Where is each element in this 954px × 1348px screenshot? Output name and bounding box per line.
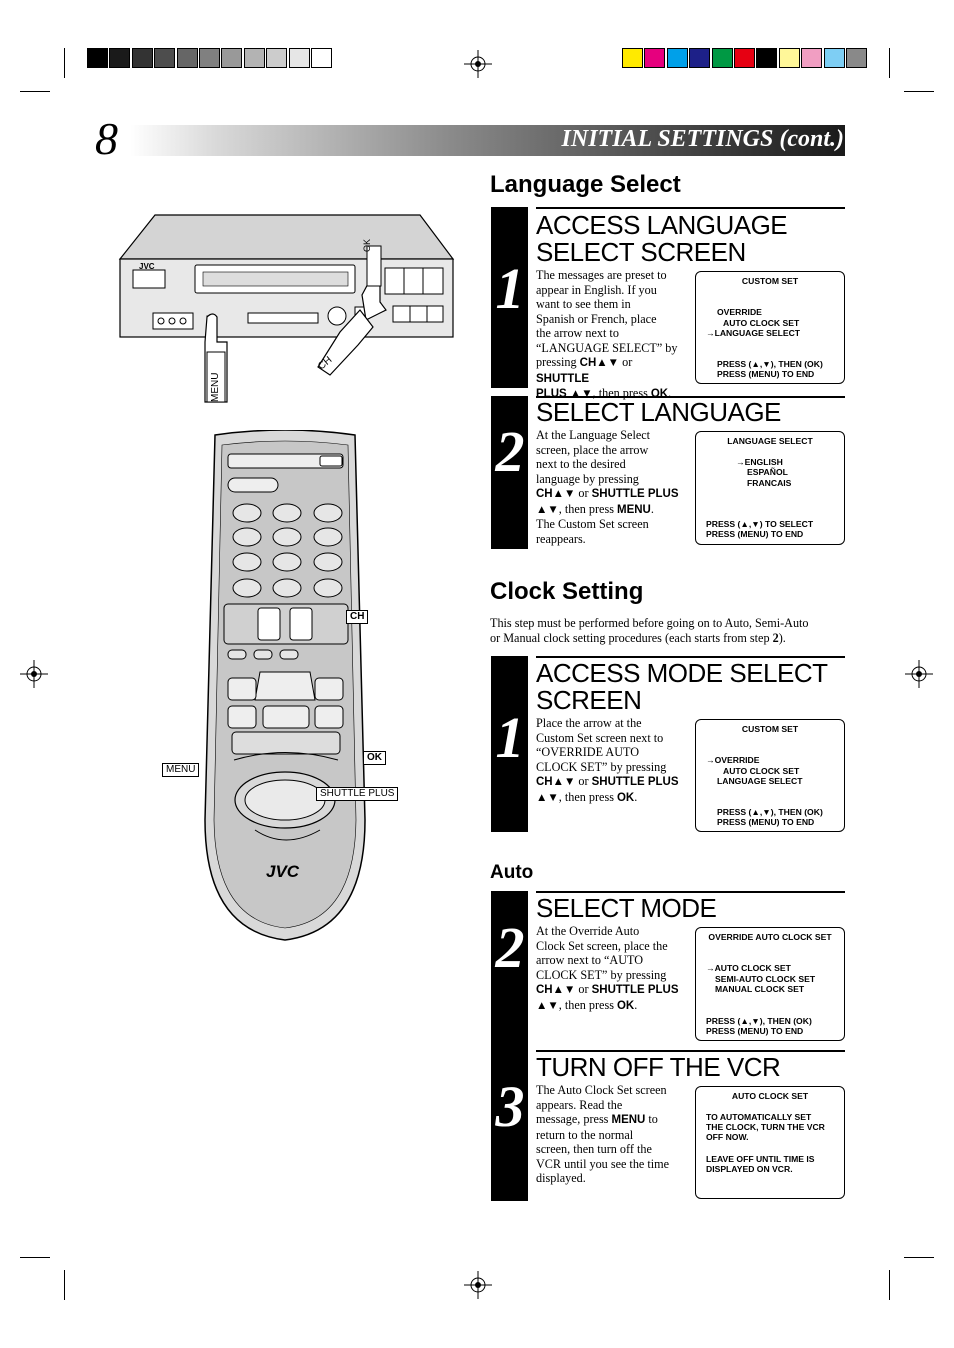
crop-mark [889, 1270, 890, 1300]
step-body: Place the arrow at the Custom Set screen… [536, 716, 679, 804]
remote-ok-label: OK [363, 751, 386, 765]
osd-screen-auto-clock-set: AUTO CLOCK SET TO AUTOMATICALLY SET THE … [695, 1086, 845, 1199]
osd-screen-override-auto-clock-set: OVERRIDE AUTO CLOCK SET →AUTO CLOCK SET … [695, 927, 845, 1041]
crop-mark [889, 48, 890, 78]
remote-shuttle-label: SHUTTLE PLUS [316, 787, 399, 801]
page-title: INITIAL SETTINGS (cont.) [561, 126, 844, 152]
auto-subtitle: Auto [490, 862, 534, 883]
step-rule [536, 207, 845, 209]
osd-screen-custom-set: CUSTOM SET →OVERRIDE AUTO CLOCK SET LANG… [695, 719, 845, 832]
calibration-swatch [131, 48, 153, 68]
calibration-swatch [221, 48, 243, 68]
calibration-swatch [823, 48, 845, 68]
crop-mark [64, 1270, 65, 1300]
crop-mark [64, 48, 65, 78]
step-bar [491, 396, 528, 549]
page-number: 8 [95, 113, 118, 164]
registration-mark-icon [905, 660, 933, 688]
remote-menu-label: MENU [162, 763, 200, 777]
clock-setting-intro: This step must be performed before going… [490, 616, 809, 645]
calibration-swatch [176, 48, 198, 68]
remote-ch-label: CH [346, 610, 369, 624]
calibration-swatch [87, 48, 108, 68]
calibration-swatch [846, 48, 867, 68]
remote-brand-label: JVC [266, 862, 300, 881]
osd-screen-language-select: LANGUAGE SELECT →ENGLISH ESPAÑOL FRANCAI… [695, 431, 845, 545]
vcr-menu-label: MENU [210, 372, 221, 402]
calibration-swatch [154, 48, 176, 68]
vcr-brand-label: JVC [139, 262, 155, 271]
calibration-swatch [243, 48, 265, 68]
step-bar [491, 656, 528, 832]
step-body: At the Override Auto Clock Set screen, p… [536, 924, 679, 1012]
step-heading: TURN OFF THE VCR [536, 1052, 781, 1082]
step-rule [536, 1050, 845, 1052]
clock-setting-title: Clock Setting [490, 578, 644, 605]
remote-illustration [204, 430, 366, 941]
osd-screen-custom-set: CUSTOM SET OVERRIDE AUTO CLOCK SET →LANG… [695, 271, 845, 384]
calibration-swatch [778, 48, 800, 68]
step-heading: SELECT LANGUAGE [536, 397, 781, 427]
step-bar [491, 207, 528, 388]
step-number: 1 [495, 705, 525, 770]
step-body: The Auto Clock Set screen appears. Read … [536, 1083, 670, 1185]
crop-mark [904, 1257, 934, 1258]
step-body: At the Language Select screen, place the… [536, 428, 679, 546]
step-number: 2 [495, 915, 525, 980]
calibration-swatch [622, 48, 643, 68]
crop-mark [20, 1257, 50, 1258]
crop-mark [20, 91, 50, 92]
crop-mark [904, 91, 934, 92]
step-rule [536, 891, 845, 893]
calibration-swatch [734, 48, 755, 68]
calibration-swatch [644, 48, 666, 68]
registration-mark-icon [20, 660, 48, 688]
calibration-swatch [311, 48, 332, 68]
language-select-title: Language Select [490, 171, 681, 198]
calibration-swatch [711, 48, 733, 68]
step-heading: SELECT MODE [536, 893, 717, 923]
step-heading: ACCESS MODE SELECT SCREEN [536, 658, 828, 715]
registration-mark-icon [464, 1271, 492, 1299]
calibration-swatch [266, 48, 288, 68]
calibration-swatch [689, 48, 711, 68]
vcr-illustration [118, 214, 455, 403]
step-body: The messages are preset to appear in Eng… [536, 268, 678, 400]
calibration-swatch [756, 48, 778, 68]
calibration-swatch [288, 48, 310, 68]
step-number: 3 [495, 1074, 525, 1139]
step-number: 1 [495, 256, 525, 321]
step-bar [491, 891, 528, 1201]
step-rule [536, 656, 845, 658]
vcr-ok-label: OK [362, 238, 372, 252]
step-heading: ACCESS LANGUAGE SELECT SCREEN [536, 210, 788, 267]
calibration-swatch [199, 48, 220, 68]
calibration-swatch [666, 48, 688, 68]
step-number: 2 [495, 419, 525, 484]
calibration-swatch [801, 48, 823, 68]
registration-mark-icon [464, 50, 492, 78]
header-bar [130, 125, 845, 156]
step-rule [536, 396, 845, 398]
calibration-swatch [109, 48, 131, 68]
